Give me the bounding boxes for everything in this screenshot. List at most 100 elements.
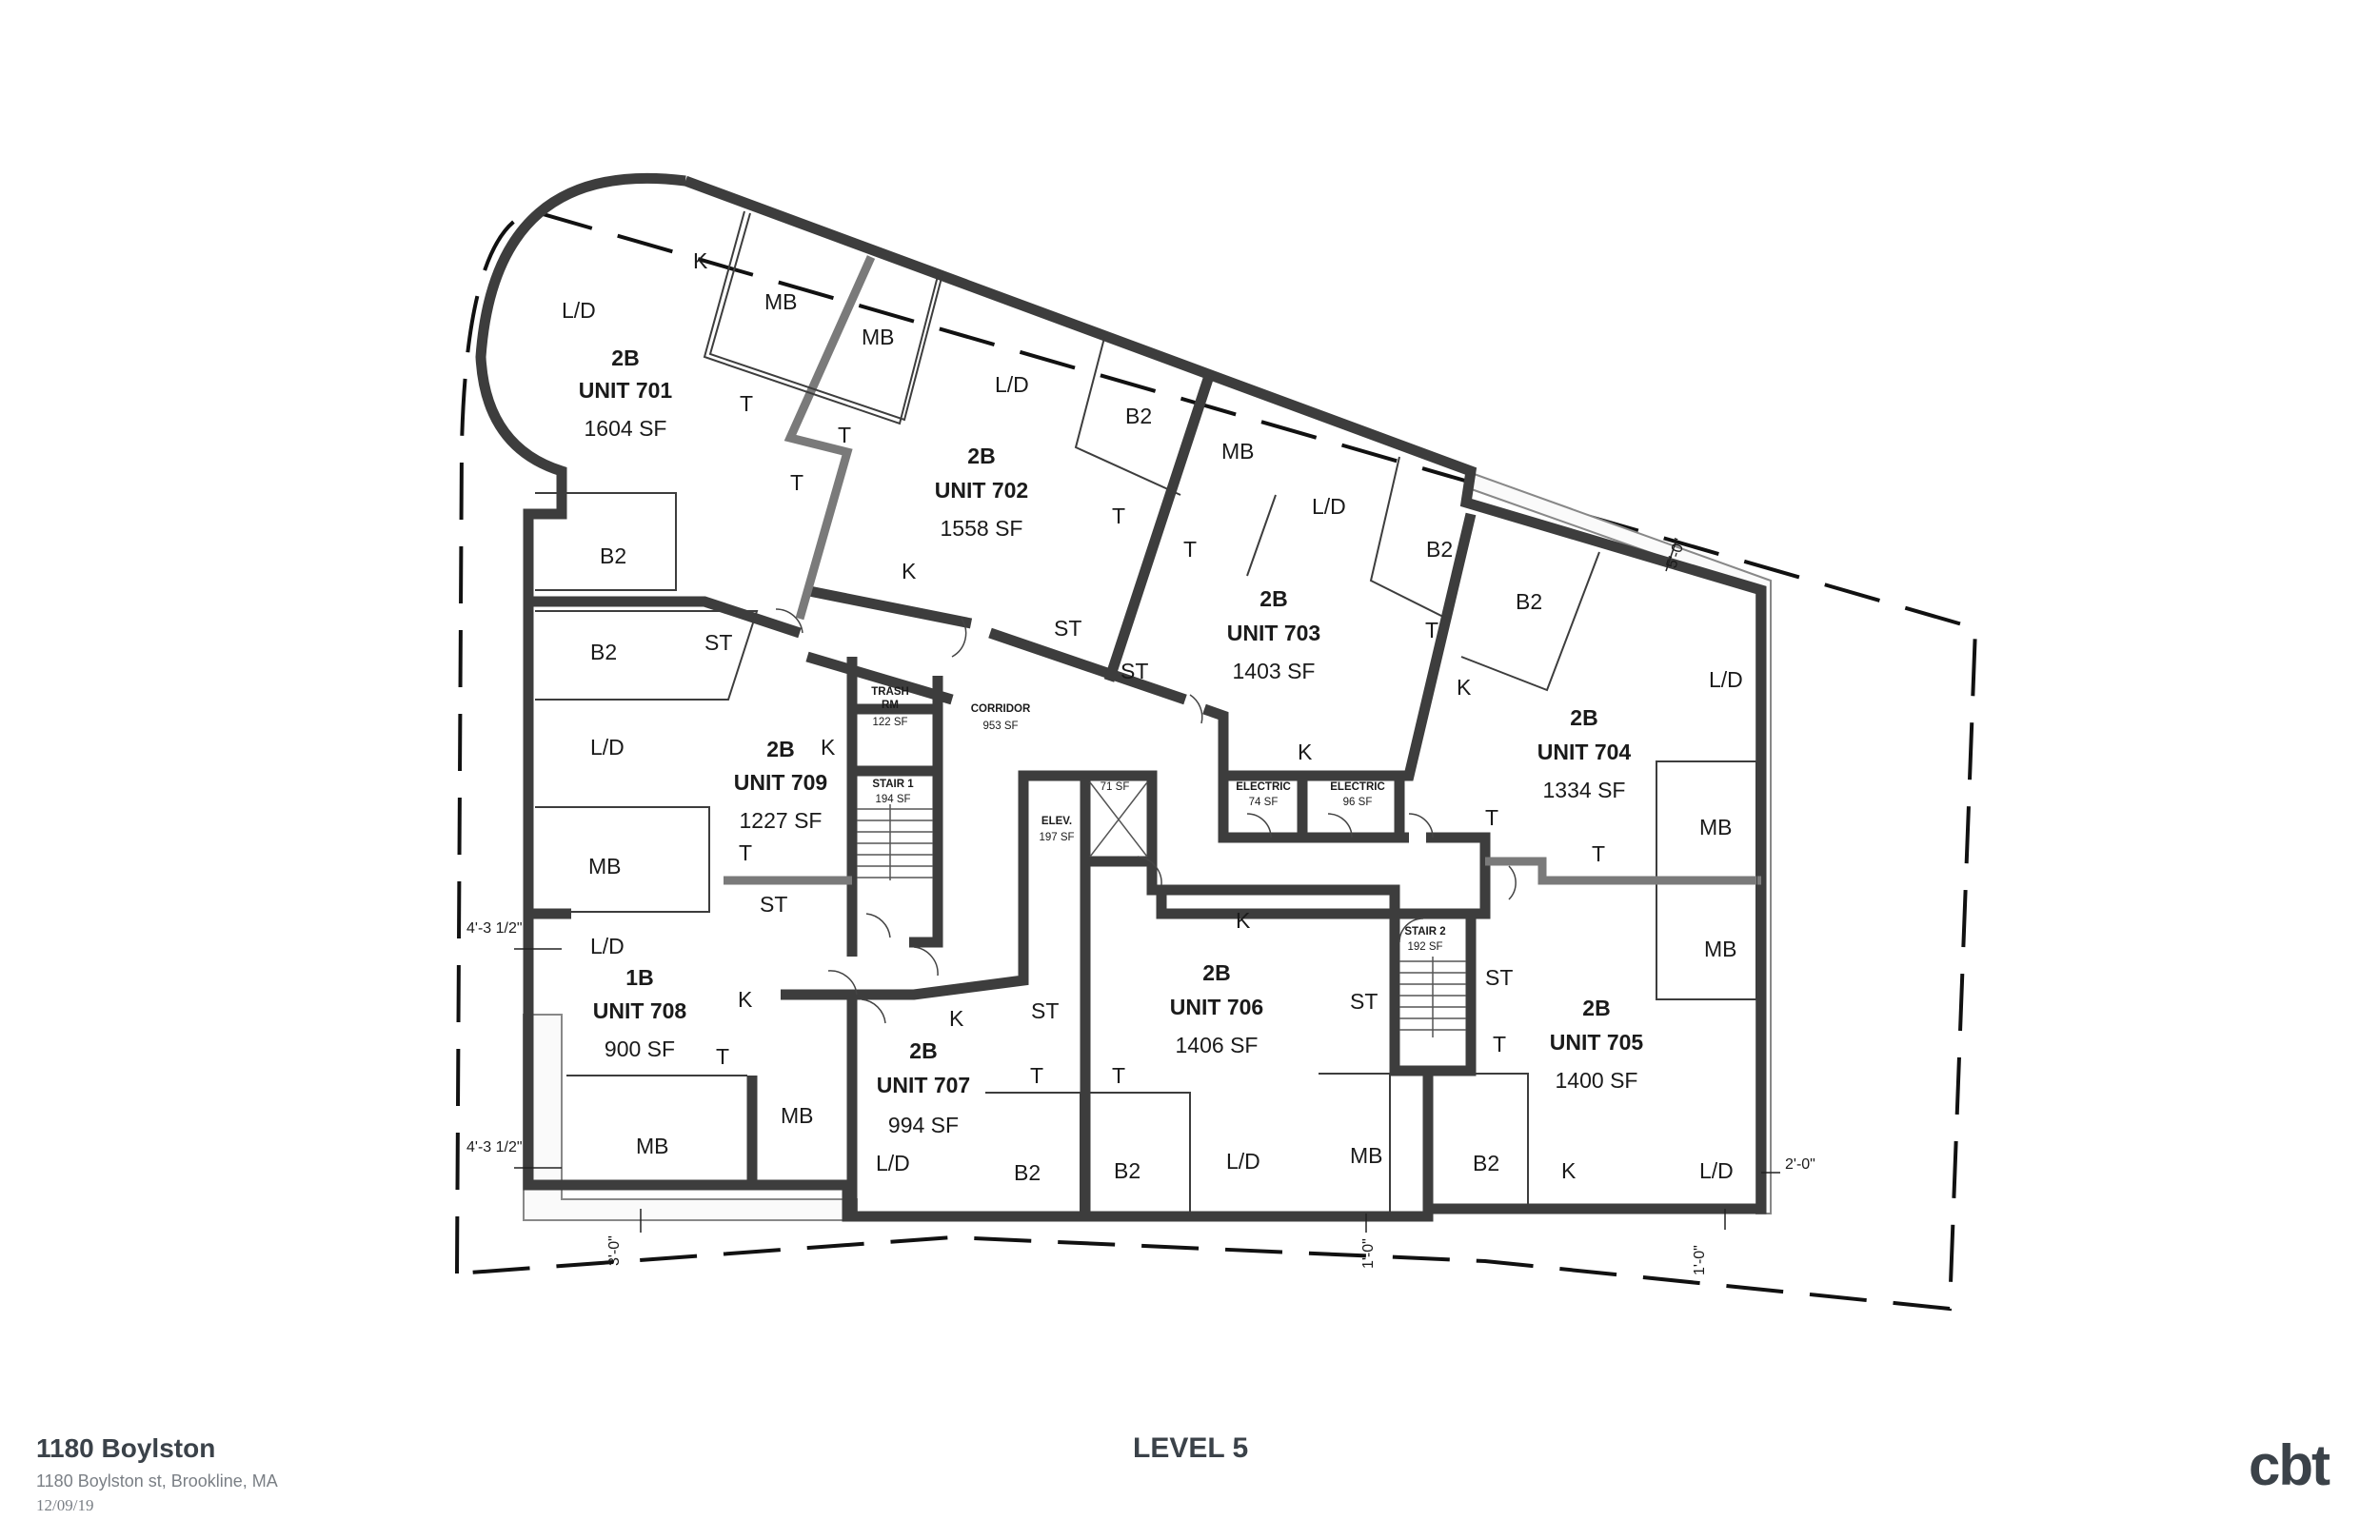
bedroom-partitions <box>535 210 1757 1214</box>
property-boundary <box>455 208 1978 1312</box>
svg-text:T: T <box>1493 1032 1506 1056</box>
svg-text:K: K <box>1457 675 1472 700</box>
svg-text:1604 SF: 1604 SF <box>585 416 667 441</box>
doors <box>775 608 1517 1024</box>
unit-706-labels: K ST T B2 L/D MB 2B UNIT 706 1406 SF <box>1112 908 1383 1183</box>
svg-text:1406 SF: 1406 SF <box>1176 1033 1259 1057</box>
svg-text:L/D: L/D <box>876 1151 910 1175</box>
svg-text:K: K <box>1561 1158 1577 1183</box>
svg-text:B2: B2 <box>1426 537 1453 562</box>
svg-text:UNIT 701: UNIT 701 <box>579 378 673 403</box>
unit-709-labels: B2 ST L/D K MB T ST 2B UNIT 709 1227 SF <box>588 630 836 917</box>
svg-text:1227 SF: 1227 SF <box>740 808 823 833</box>
svg-text:K: K <box>693 248 708 273</box>
svg-text:L/D: L/D <box>590 934 625 958</box>
svg-text:MB: MB <box>636 1134 669 1158</box>
unit-708-labels: L/D K T MB MB 1B UNIT 708 900 SF <box>590 934 814 1158</box>
svg-text:MB: MB <box>764 289 798 314</box>
svg-text:2B: 2B <box>611 346 639 370</box>
svg-text:71 SF: 71 SF <box>1101 781 1130 793</box>
svg-text:L/D: L/D <box>995 372 1029 397</box>
svg-text:L/D: L/D <box>1709 667 1743 692</box>
svg-text:B2: B2 <box>1014 1160 1041 1185</box>
unit-707-labels: K ST T L/D B2 2B UNIT 707 994 SF <box>876 998 1059 1185</box>
svg-text:UNIT 704: UNIT 704 <box>1537 740 1632 764</box>
svg-text:T: T <box>1112 1063 1125 1088</box>
svg-text:ELEV.: ELEV. <box>1041 816 1072 827</box>
svg-text:B2: B2 <box>1125 404 1152 428</box>
unit-702-labels: MB L/D B2 T T K ST 2B UNIT 702 1558 SF <box>838 325 1152 641</box>
svg-text:T: T <box>1030 1063 1043 1088</box>
svg-text:ST: ST <box>704 630 732 655</box>
svg-text:B2: B2 <box>600 543 626 568</box>
svg-text:MB: MB <box>862 325 895 349</box>
svg-text:2'-0": 2'-0" <box>1785 1156 1815 1173</box>
svg-text:194 SF: 194 SF <box>875 794 910 805</box>
service-labels: TRASH RM 122 SF CORRIDOR 953 SF STAIR 1 … <box>871 686 1445 953</box>
svg-text:122 SF: 122 SF <box>872 717 907 728</box>
shaft-x <box>1089 781 1148 858</box>
svg-text:B2: B2 <box>590 640 617 664</box>
svg-text:ELECTRIC: ELECTRIC <box>1330 781 1385 793</box>
svg-text:1'-0": 1'-0" <box>1360 1238 1377 1269</box>
svg-text:TRASH: TRASH <box>871 686 909 698</box>
svg-text:K: K <box>902 559 917 583</box>
svg-text:K: K <box>1236 908 1251 933</box>
svg-text:MB: MB <box>1699 815 1733 839</box>
svg-text:ST: ST <box>1350 989 1378 1014</box>
svg-text:B2: B2 <box>1473 1151 1499 1175</box>
svg-text:2B: 2B <box>1259 586 1287 611</box>
svg-text:3'-0": 3'-0" <box>606 1235 623 1266</box>
svg-text:T: T <box>1592 841 1605 866</box>
firm-logo: cbt <box>2249 1433 2330 1497</box>
sheet-title: LEVEL 5 <box>1133 1432 1249 1464</box>
svg-text:96 SF: 96 SF <box>1343 797 1373 808</box>
svg-text:1558 SF: 1558 SF <box>941 516 1023 541</box>
svg-text:MB: MB <box>588 854 622 879</box>
interior-walls <box>528 255 1761 1216</box>
unit-705-labels: MB ST T B2 K L/D 2B UNIT 705 1400 SF <box>1473 937 1737 1183</box>
svg-text:4'-3 1/2": 4'-3 1/2" <box>466 920 523 937</box>
project-address: 1180 Boylston st, Brookline, MA <box>36 1471 278 1491</box>
svg-text:T: T <box>1183 537 1197 562</box>
svg-text:MB: MB <box>781 1103 814 1128</box>
svg-text:T: T <box>790 470 803 495</box>
svg-text:MB: MB <box>1704 937 1737 961</box>
svg-text:ST: ST <box>1485 965 1513 990</box>
stair-1-treads <box>857 804 933 880</box>
svg-text:ST: ST <box>1054 616 1081 641</box>
svg-text:4'-3 1/2": 4'-3 1/2" <box>466 1139 523 1155</box>
svg-text:994 SF: 994 SF <box>888 1113 959 1137</box>
project-title: 1180 Boylston <box>36 1433 216 1463</box>
svg-text:74 SF: 74 SF <box>1249 797 1279 808</box>
svg-text:L/D: L/D <box>590 735 625 760</box>
svg-text:2B: 2B <box>1582 996 1610 1020</box>
svg-text:197 SF: 197 SF <box>1039 832 1074 843</box>
svg-text:ST: ST <box>1121 659 1148 683</box>
svg-text:UNIT 707: UNIT 707 <box>877 1073 970 1097</box>
svg-text:ELECTRIC: ELECTRIC <box>1236 781 1291 793</box>
svg-text:1400 SF: 1400 SF <box>1556 1068 1638 1093</box>
svg-text:1B: 1B <box>625 965 653 990</box>
svg-text:K: K <box>738 987 753 1012</box>
svg-text:B2: B2 <box>1114 1158 1140 1183</box>
svg-text:K: K <box>821 735 836 760</box>
svg-text:K: K <box>949 1006 964 1031</box>
svg-text:L/D: L/D <box>1226 1149 1260 1174</box>
svg-text:T: T <box>739 840 752 865</box>
svg-text:L/D: L/D <box>1312 494 1346 519</box>
svg-text:T: T <box>1112 503 1125 528</box>
svg-text:2B: 2B <box>909 1038 937 1063</box>
stair-2-treads <box>1399 957 1466 1037</box>
svg-text:900 SF: 900 SF <box>605 1037 675 1061</box>
svg-text:1'-0": 1'-0" <box>1692 1245 1708 1275</box>
svg-text:L/D: L/D <box>1699 1158 1734 1183</box>
project-date: 12/09/19 <box>36 1496 94 1514</box>
svg-text:B2: B2 <box>1516 589 1542 614</box>
svg-text:192 SF: 192 SF <box>1407 941 1442 953</box>
svg-text:STAIR 2: STAIR 2 <box>1404 926 1445 938</box>
svg-text:L/D: L/D <box>562 298 596 323</box>
svg-text:STAIR 1: STAIR 1 <box>872 779 914 790</box>
svg-text:T: T <box>1485 805 1498 830</box>
svg-text:MB: MB <box>1221 439 1255 464</box>
